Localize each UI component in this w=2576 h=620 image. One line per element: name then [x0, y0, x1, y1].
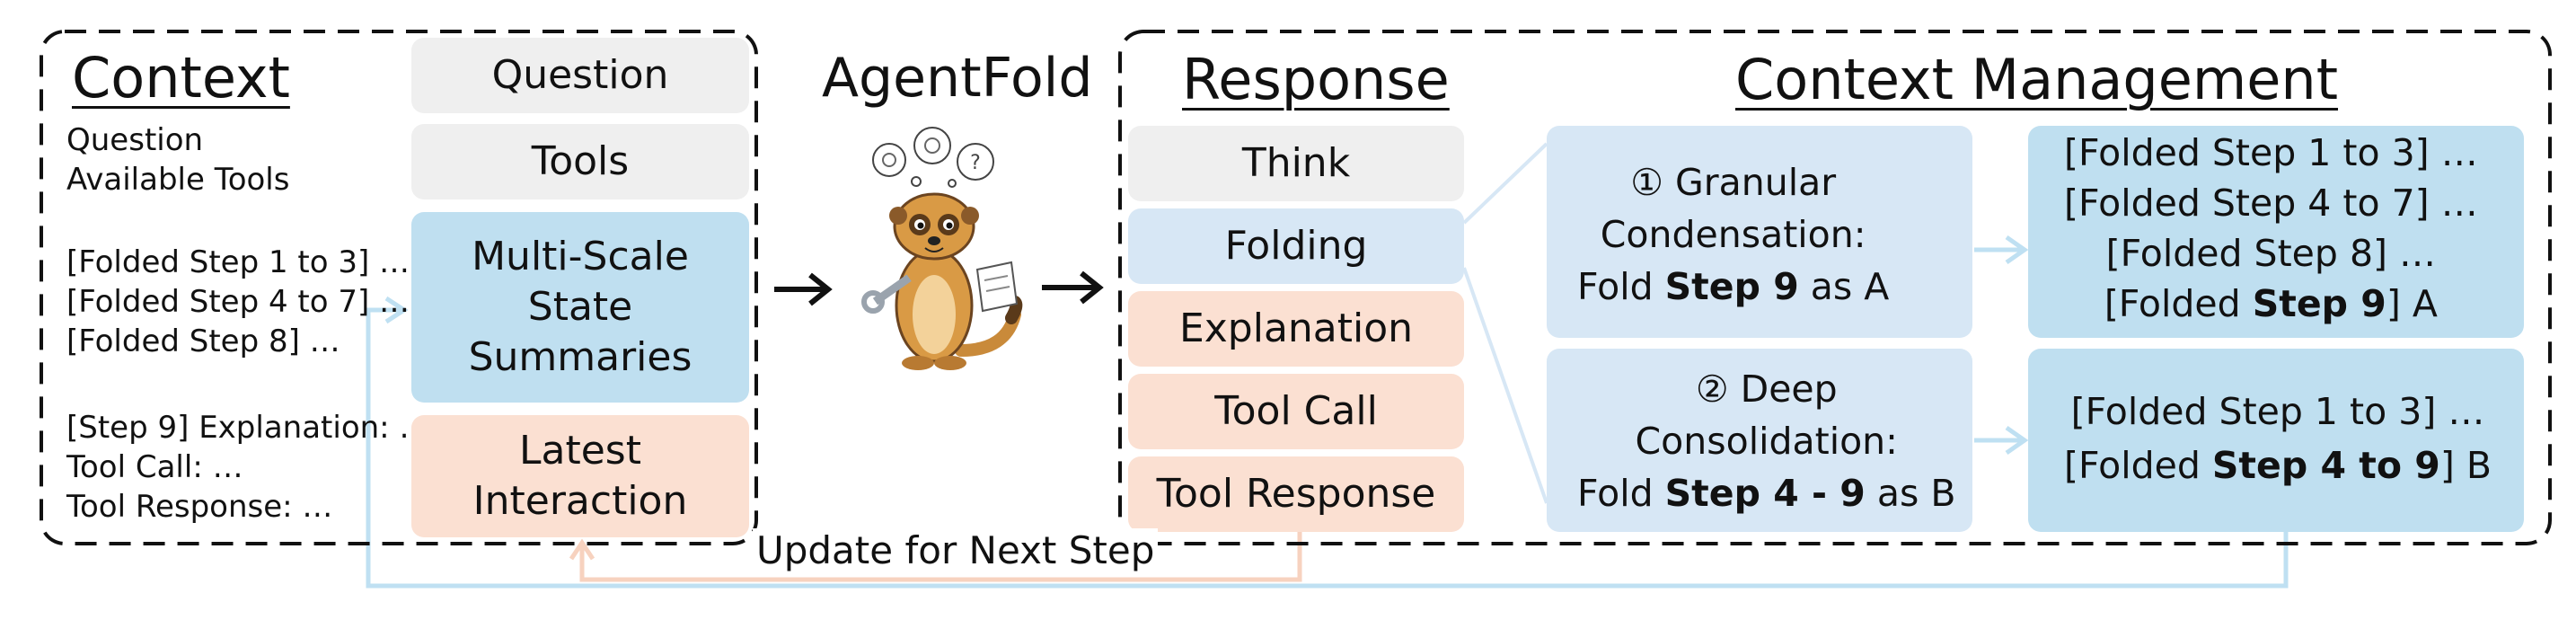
- deep-line3: Fold Step 4 - 9 as B: [1577, 472, 1956, 515]
- feedback-blue-arrowhead: [384, 296, 409, 324]
- svg-text:?: ?: [970, 152, 981, 174]
- granular-line3: Fold Step 9 as A: [1577, 265, 1890, 308]
- context-management-title: Context Management: [1735, 47, 2339, 112]
- deep-consolidation-box: ② Deep Consolidation: Fold Step 4 - 9 as…: [1547, 349, 1972, 532]
- multi-scale-summaries-box: Multi-Scale State Summaries: [411, 212, 749, 403]
- question-box-label: Question: [491, 52, 669, 98]
- result-a-box: [Folded Step 1 to 3] … [Folded Step 4 to…: [2028, 126, 2524, 338]
- context-list-b: [Folded Step 1 to 3] … [Folded Step 4 to…: [66, 243, 410, 361]
- latest-interaction-box: Latest Interaction: [411, 415, 749, 537]
- response-folding-box: Folding: [1128, 208, 1464, 284]
- response-folding-label: Folding: [1224, 223, 1368, 269]
- context-item-question: Question: [66, 122, 204, 158]
- update-next-step-label: Update for Next Step: [753, 528, 1159, 572]
- result-b-line2: [Folded Step 4 to 9] B: [2064, 444, 2492, 487]
- response-tool-response-box: Tool Response: [1128, 456, 1464, 532]
- response-think-box: Think: [1128, 126, 1464, 201]
- response-explanation-label: Explanation: [1178, 306, 1414, 351]
- result-a-line2: [Folded Step 4 to 7] …: [2064, 182, 2478, 225]
- result-a-line4: [Folded Step 9] A: [2104, 282, 2438, 325]
- response-frame: [1118, 30, 2552, 545]
- context-item-folded: [Folded Step 8] …: [66, 323, 340, 359]
- question-box: Question: [411, 38, 749, 113]
- fold-link-lower: [1462, 267, 1548, 504]
- agentfold-title: AgentFold: [822, 47, 1093, 110]
- result-b-line1: [Folded Step 1 to 3] …: [2070, 390, 2485, 433]
- context-item-available-tools: Available Tools: [66, 162, 290, 198]
- result-a-line1: [Folded Step 1 to 3] …: [2064, 131, 2478, 174]
- result-a-line3: [Folded Step 8] …: [2105, 232, 2437, 275]
- result-b-box: [Folded Step 1 to 3] … [Folded Step 4 to…: [2028, 349, 2524, 532]
- summaries-label-2: State: [527, 284, 633, 330]
- response-title: Response: [1182, 47, 1450, 112]
- context-item-tool-response: Tool Response: …: [66, 489, 333, 525]
- response-tool-response-label: Tool Response: [1156, 471, 1436, 517]
- granular-condensation-box: ① Granular Condensation: Fold Step 9 as …: [1547, 126, 1972, 338]
- latest-label-1: Latest: [519, 428, 641, 474]
- response-tool-call-box: Tool Call: [1128, 374, 1464, 449]
- granular-line2: Condensation:: [1600, 213, 1866, 256]
- context-item-tool-call: Tool Call: …: [66, 449, 243, 485]
- granular-line1: ① Granular: [1630, 161, 1837, 204]
- latest-label-2: Interaction: [472, 478, 688, 524]
- fold-link-upper: [1462, 142, 1548, 225]
- context-title: Context: [72, 45, 290, 111]
- feedback-peach-line: [579, 532, 1302, 582]
- response-tool-call-label: Tool Call: [1214, 388, 1378, 434]
- feedback-peach-arrowhead: [569, 538, 595, 561]
- feedback-blue-line: [366, 307, 2289, 589]
- response-think-label: Think: [1241, 140, 1351, 186]
- context-item-folded: [Folded Step 1 to 3] …: [66, 244, 410, 280]
- tools-box: Tools: [411, 124, 749, 199]
- deep-line1: ② Deep: [1695, 368, 1838, 411]
- response-explanation-box: Explanation: [1128, 291, 1464, 367]
- context-item-folded: [Folded Step 4 to 7] …: [66, 284, 410, 320]
- deep-line2: Consolidation:: [1635, 420, 1898, 463]
- tools-box-label: Tools: [531, 138, 630, 184]
- context-frame: [40, 30, 758, 545]
- summaries-label-1: Multi-Scale: [472, 234, 689, 279]
- context-item-step9-explanation: [Step 9] Explanation: …: [66, 410, 430, 446]
- context-list-c: [Step 9] Explanation: … Tool Call: … Too…: [66, 408, 429, 527]
- summaries-label-3: Summaries: [468, 334, 693, 380]
- context-list-a: Question Available Tools: [66, 120, 289, 199]
- meerkat-mascot-icon: ?: [861, 127, 1023, 370]
